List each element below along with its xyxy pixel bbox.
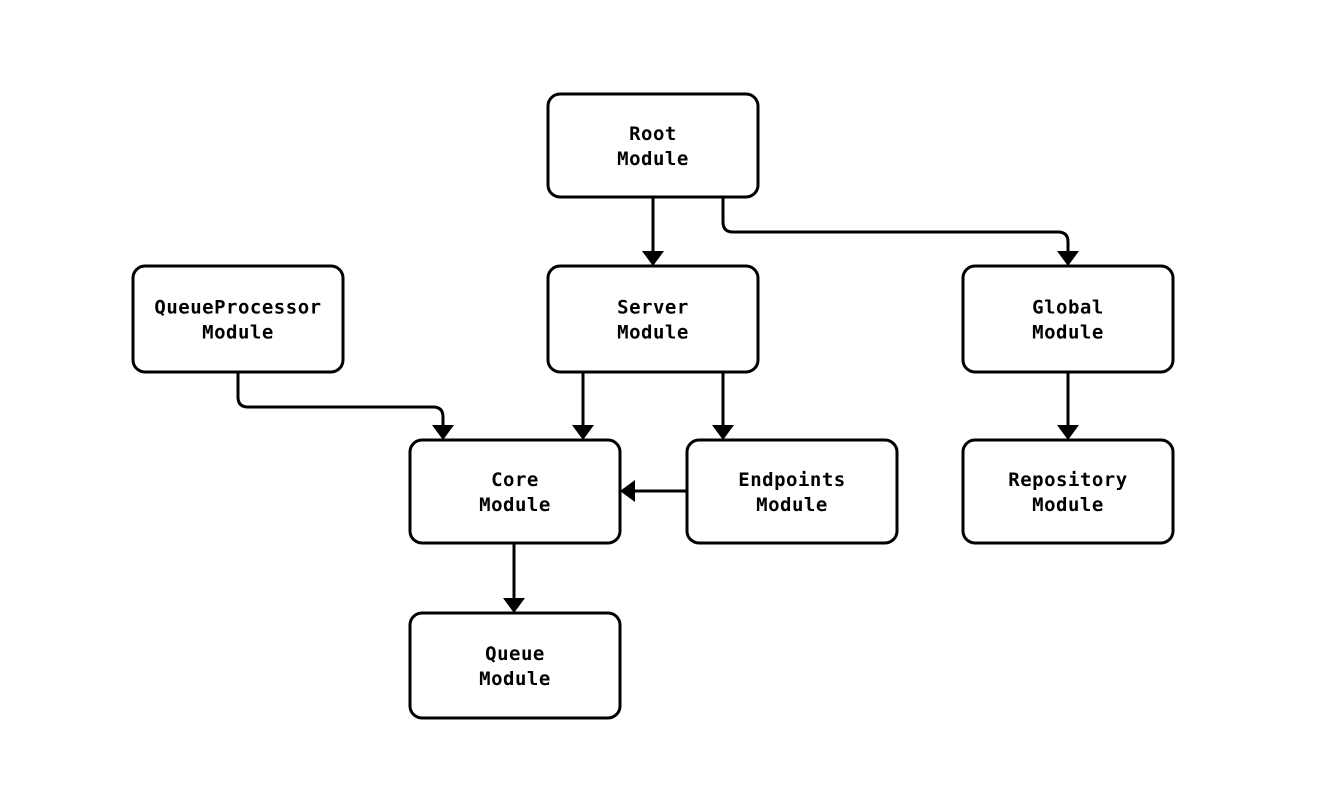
edge-line [236,372,445,427]
edge-endpoints-to-core [620,480,687,502]
node-box[interactable] [961,264,1175,374]
node-label-line1: Core [491,469,539,491]
node-box[interactable] [546,264,760,374]
node-box[interactable] [408,611,622,720]
edge-line [721,197,1070,253]
nodes-layer: RootModuleQueueProcessorModuleServerModu… [131,92,1175,720]
arrowhead-icon [572,425,594,440]
node-label-line1: Queue [485,643,545,665]
node-label-line2: Module [1032,494,1104,516]
node-label-line2: Module [479,668,551,690]
node-label-line2: Module [756,494,828,516]
arrowhead-icon [1057,251,1079,266]
arrowhead-icon [642,251,664,266]
node-label-line1: Global [1032,297,1104,319]
node-label-line1: Endpoints [738,469,845,491]
arrowhead-icon [712,425,734,440]
node-box[interactable] [685,438,899,545]
node-box[interactable] [546,92,760,199]
node-box[interactable] [131,264,345,374]
arrowhead-icon [432,425,454,440]
node-label-line2: Module [1032,322,1104,344]
node-label-line2: Module [479,494,551,516]
edge-server-to-endpoints [712,372,734,440]
edge-root-to-server [642,197,664,266]
node-label-line1: QueueProcessor [154,297,321,319]
arrowhead-icon [503,598,525,613]
node-label-line2: Module [617,148,689,170]
arrowhead-icon [620,480,635,502]
edge-global-to-repository [1057,372,1079,440]
node-label-line2: Module [202,322,274,344]
edges-layer [236,197,1079,613]
node-label-line1: Root [629,123,677,145]
edge-queueprocessor-to-core [236,372,454,440]
edge-core-to-queue [503,543,525,613]
node-box[interactable] [408,438,622,545]
arrowhead-icon [1057,425,1079,440]
node-label-line1: Repository [1008,469,1127,491]
edge-root-to-global [721,197,1079,266]
edge-server-to-core [572,372,594,440]
node-box[interactable] [961,438,1175,545]
node-label-line2: Module [617,322,689,344]
node-label-line1: Server [617,297,689,319]
